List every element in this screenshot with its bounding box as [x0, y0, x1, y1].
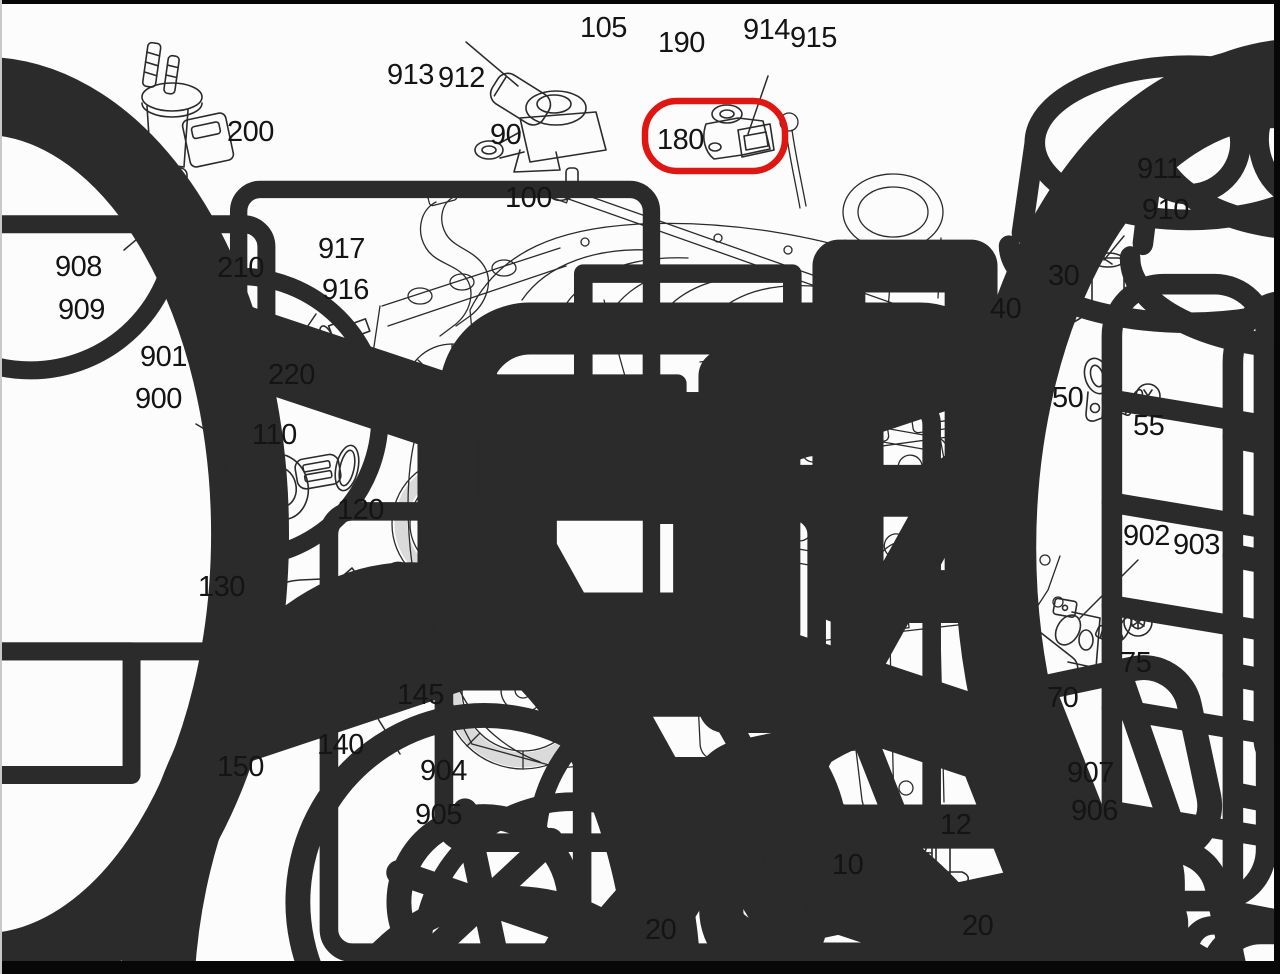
frame-border-bottom — [0, 961, 1280, 974]
part-label-911: 911 — [1137, 153, 1182, 185]
part-thumb-90 — [474, 72, 607, 191]
part-label-20-right: 20 — [962, 910, 994, 942]
part-label-105: 105 — [580, 12, 627, 44]
part-label-917: 917 — [318, 233, 365, 265]
frame-border-left — [0, 0, 2, 974]
part-label-914: 914 — [743, 14, 790, 46]
part-thumb-30 — [1006, 252, 1125, 343]
part-label-907: 907 — [1067, 757, 1114, 789]
part-label-913: 913 — [387, 59, 434, 91]
part-label-40: 40 — [990, 293, 1022, 325]
part-label-916: 916 — [322, 274, 369, 306]
part-label-20-left: 20 — [645, 914, 677, 946]
part-thumb-180 — [703, 104, 775, 160]
part-thumb-55 — [1103, 383, 1161, 417]
part-label-200: 200 — [227, 116, 274, 148]
part-label-901: 901 — [140, 341, 187, 373]
part-label-110: 110 — [252, 419, 297, 451]
part-label-905: 905 — [415, 799, 462, 831]
part-label-915: 915 — [790, 22, 837, 54]
part-thumb-75 — [1094, 607, 1153, 647]
part-label-900: 900 — [135, 383, 182, 415]
frame-border-top — [0, 0, 1280, 4]
highlight-ring-180 — [641, 97, 789, 175]
part-label-120: 120 — [337, 494, 384, 526]
part-label-908: 908 — [55, 251, 102, 283]
part-label-50: 50 — [1052, 382, 1084, 414]
part-label-12: 12 — [940, 809, 972, 841]
part-label-902: 902 — [1123, 520, 1170, 552]
part-label-910: 910 — [1142, 194, 1189, 226]
part-label-210: 210 — [217, 252, 264, 284]
part-label-145: 145 — [397, 679, 444, 711]
part-label-140: 140 — [317, 729, 364, 761]
part-label-904: 904 — [420, 755, 467, 787]
part-thumb-140 — [237, 567, 388, 727]
part-thumb-40 — [997, 316, 1017, 344]
part-thumb-120 — [334, 444, 360, 492]
part-label-10: 10 — [832, 849, 864, 881]
part-label-180: 180 — [657, 124, 704, 156]
part-label-55: 55 — [1133, 410, 1165, 442]
frame-border-right — [1274, 0, 1280, 974]
part-label-100: 100 — [505, 182, 552, 214]
part-label-90: 90 — [490, 119, 522, 151]
part-label-130: 130 — [198, 571, 245, 603]
part-label-70: 70 — [1047, 682, 1079, 714]
part-thumb-50 — [1083, 357, 1111, 422]
part-label-220: 220 — [268, 359, 315, 391]
part-thumb-145 — [374, 561, 434, 675]
part-label-150: 150 — [217, 751, 264, 783]
part-label-190: 190 — [658, 27, 705, 59]
part-label-30: 30 — [1048, 260, 1080, 292]
part-label-909: 909 — [58, 294, 105, 326]
part-label-912: 912 — [438, 62, 485, 94]
part-label-906: 906 — [1071, 795, 1118, 827]
part-label-903: 903 — [1173, 529, 1220, 561]
part-thumb-220 — [278, 318, 371, 376]
part-label-75: 75 — [1120, 647, 1152, 679]
